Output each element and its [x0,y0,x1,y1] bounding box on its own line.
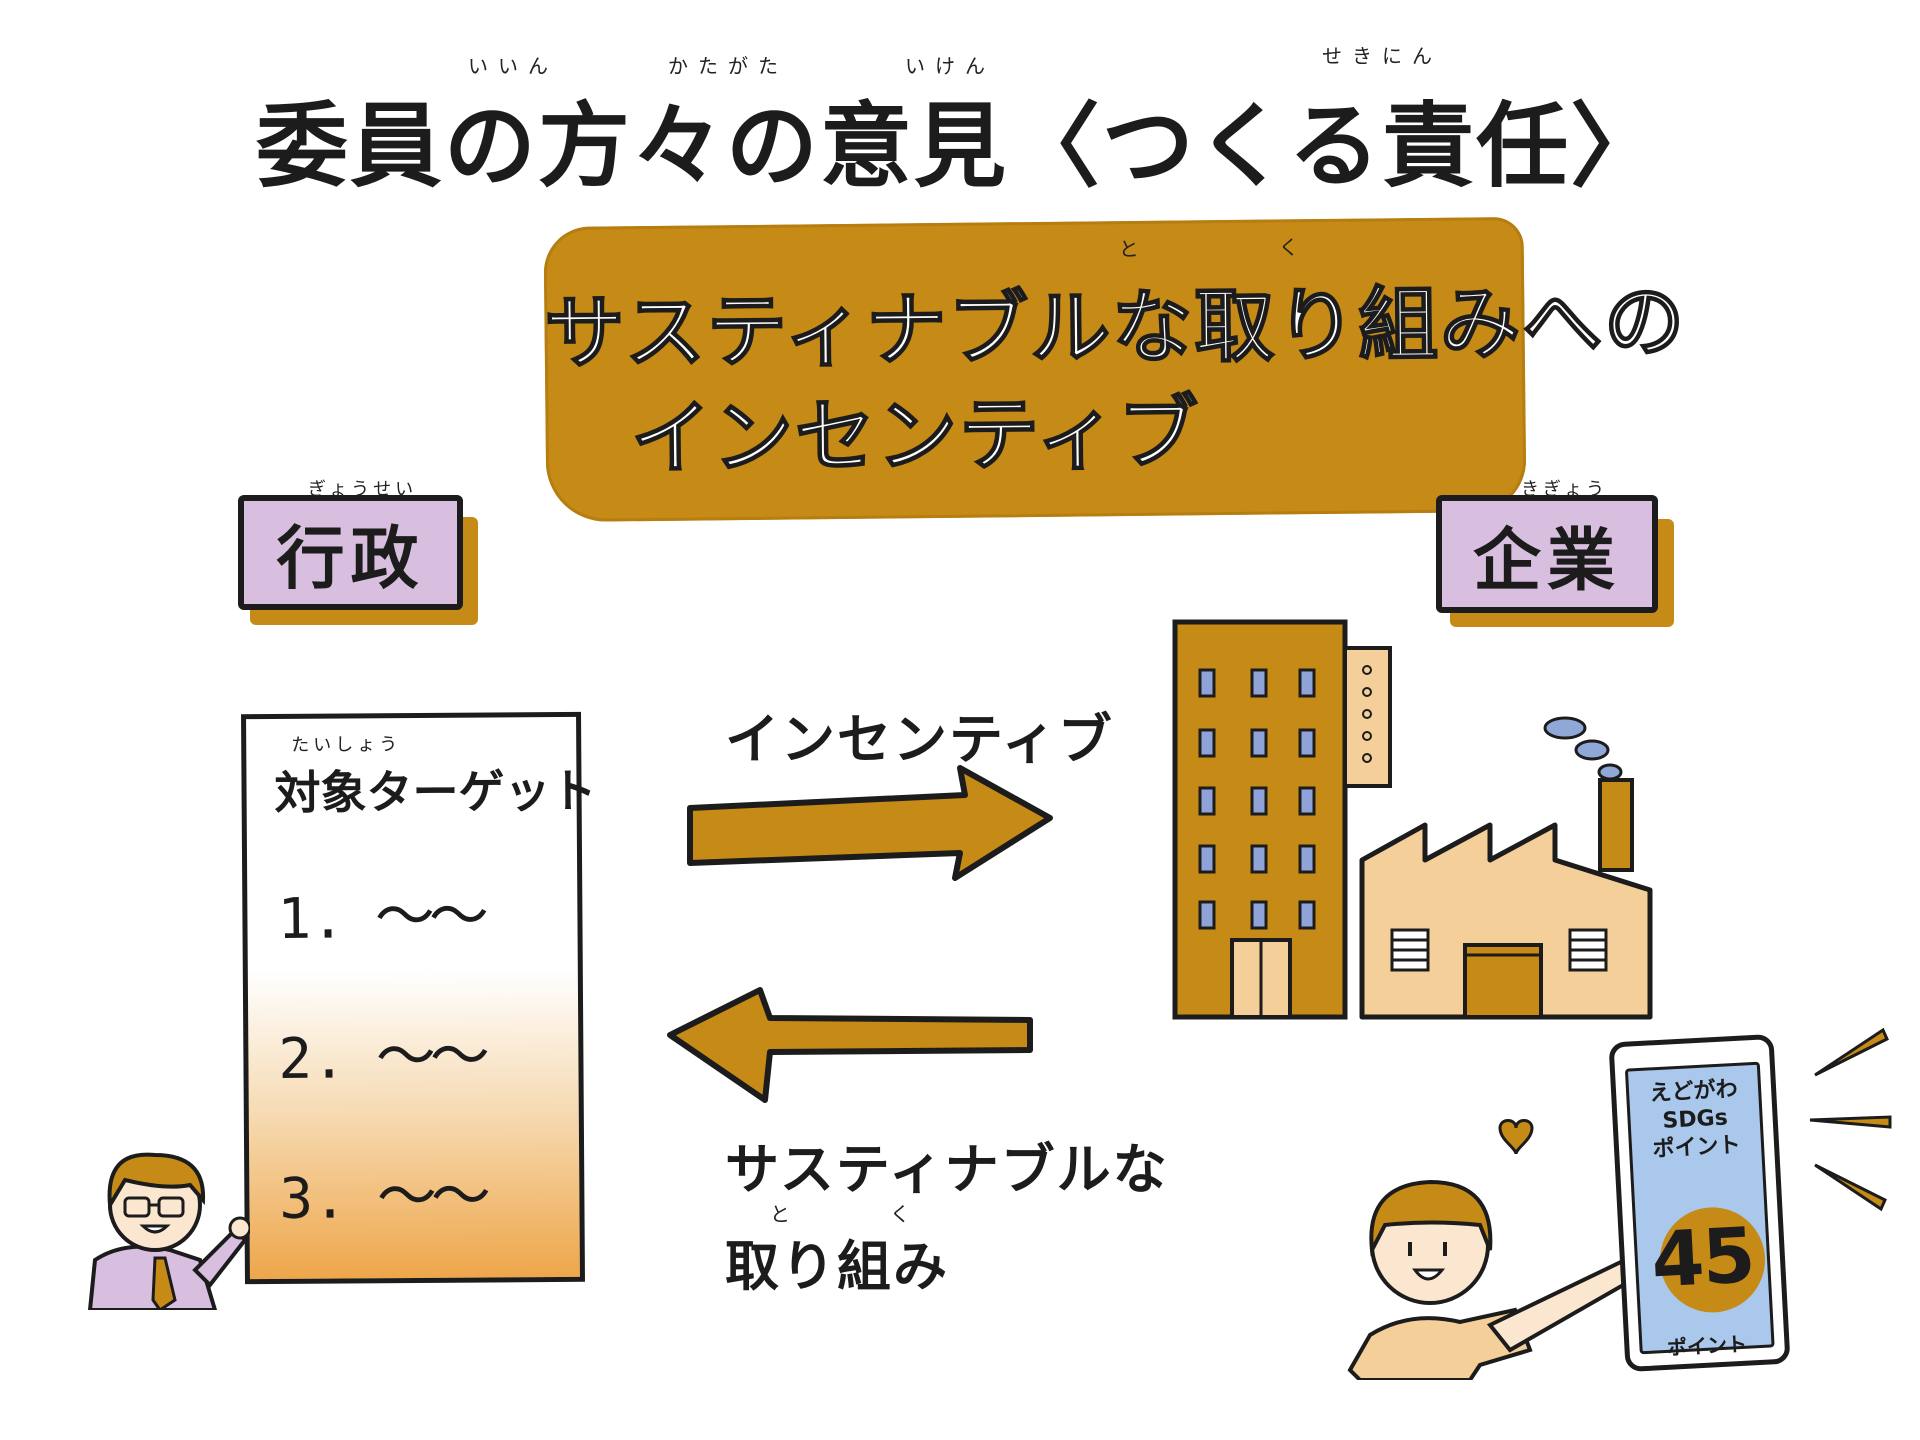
document-item-3: 3. 〜〜 [279,1148,485,1236]
page-title: 委員の方々の意見〈つくる責任〉 [255,93,1665,200]
title-ruby-iin: いいん [468,54,558,78]
annex-dot [1362,665,1372,675]
citizen-body [1347,1307,1533,1380]
document-item-2: 2. 〜〜 [278,1008,484,1096]
government-label-text: 行政 [238,495,463,610]
heart-icon [1498,1119,1534,1155]
government-label-ruby: ぎょうせい [308,479,418,500]
citizen-arm [1486,1257,1635,1353]
company-label-ruby: きぎょう [1521,479,1609,500]
title-ruby-iken: いけん [905,54,995,78]
incentive-banner: と く サスティナブルな取り組みへの インセンティブ [543,216,1688,523]
right-arrow-shape [687,765,1053,881]
document-item-1-placeholder: 〜〜 [374,881,484,953]
company-buildings-illustration [1172,619,1653,1020]
citizen-hair [1369,1179,1493,1257]
document-item-1-number: 1. [277,886,346,952]
document-item-3-number: 3. [279,1166,348,1232]
target-document: たいしょう 対象ターゲット 1. 〜〜 2. 〜〜 3. 〜〜 [241,711,597,1285]
staff-tie [151,1256,177,1310]
phone-screen: えどがわ SDGs ポイント 45 ポイント [1624,1061,1775,1360]
office-windows [1198,668,1316,930]
staff-hand [228,1216,250,1240]
points-unit: ポイント [1666,1331,1748,1360]
excitement-lines [1809,1027,1892,1212]
arrow-label-ruby-ku: く [890,1202,920,1226]
arrow-label-sustainable-line-1: サスティナブルな [725,1138,1169,1201]
chimney-smoke [1543,716,1623,781]
excitement-line [1809,1115,1892,1129]
factory-shutter [1463,943,1543,1019]
left-arrow [667,987,1033,1103]
document-title: 対象ターゲット [274,763,597,820]
arrow-label-ruby-to: と [770,1202,800,1226]
document-item-2-number: 2. [278,1026,347,1092]
staff-hair [107,1152,206,1212]
staff-pointing-arm [192,1227,248,1289]
phone-app-title: えどがわ SDGs ポイント [1649,1076,1742,1163]
left-arrow-shape [667,987,1033,1103]
right-arrow [687,765,1053,881]
document-item-1: 1. 〜〜 [277,868,483,956]
document-item-3-placeholder: 〜〜 [376,1161,486,1233]
banner-line-2: インセンティブ [630,385,1202,486]
banner-ruby-ku: く [1278,235,1309,260]
document-item-2-placeholder: 〜〜 [375,1021,485,1093]
arrow-label-sustainable-line-2: 取り組み [725,1235,949,1298]
excitement-line [1814,1027,1889,1077]
citizen-mouth [1412,1268,1446,1281]
title-ruby-katagata: かたがた [668,54,788,78]
staff-mouth [139,1224,171,1234]
excitement-line [1814,1163,1887,1212]
sdgs-points-phone: えどがわ SDGs ポイント 45 ポイント [1608,1033,1791,1373]
company-label-text: 企業 [1436,495,1658,613]
title-ruby-sekinin: せきにん [1322,44,1442,68]
government-staff-illustration [87,1152,250,1310]
annex-dot [1362,687,1372,697]
factory-chimney [1598,778,1634,872]
factory-vents [1390,928,1608,972]
government-label: 行政 ぎょうせい [238,479,478,635]
banner-ruby-to: と [1118,236,1149,262]
arrow-label-incentive: インセンティブ [725,708,1114,771]
citizen-illustration [1347,1119,1635,1380]
annex-dot [1362,753,1372,763]
staff-glasses-icon [123,1196,185,1218]
points-value: 45 [1649,1210,1756,1305]
annex-dot [1362,731,1372,741]
company-label: 企業 きぎょう [1436,479,1676,635]
annex-dot [1362,709,1372,719]
document-title-ruby: たいしょう [291,734,402,756]
